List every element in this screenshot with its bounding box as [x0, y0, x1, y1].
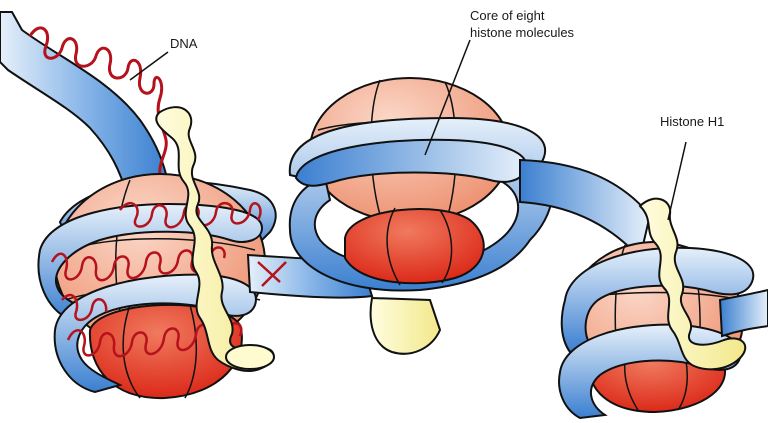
h1-leader-line [668, 142, 686, 220]
label-dna: DNA [130, 36, 198, 80]
nucleosome-middle [290, 78, 553, 354]
dna-strand-upper [0, 12, 168, 198]
core-label-line2: histone molecules [470, 25, 575, 40]
core-label-line1: Core of eight [470, 8, 545, 23]
histone-h1-label: Histone H1 [660, 114, 724, 129]
dna-label: DNA [170, 36, 198, 51]
label-histone-h1: Histone H1 [660, 114, 724, 220]
dna-leader-line [130, 52, 168, 80]
